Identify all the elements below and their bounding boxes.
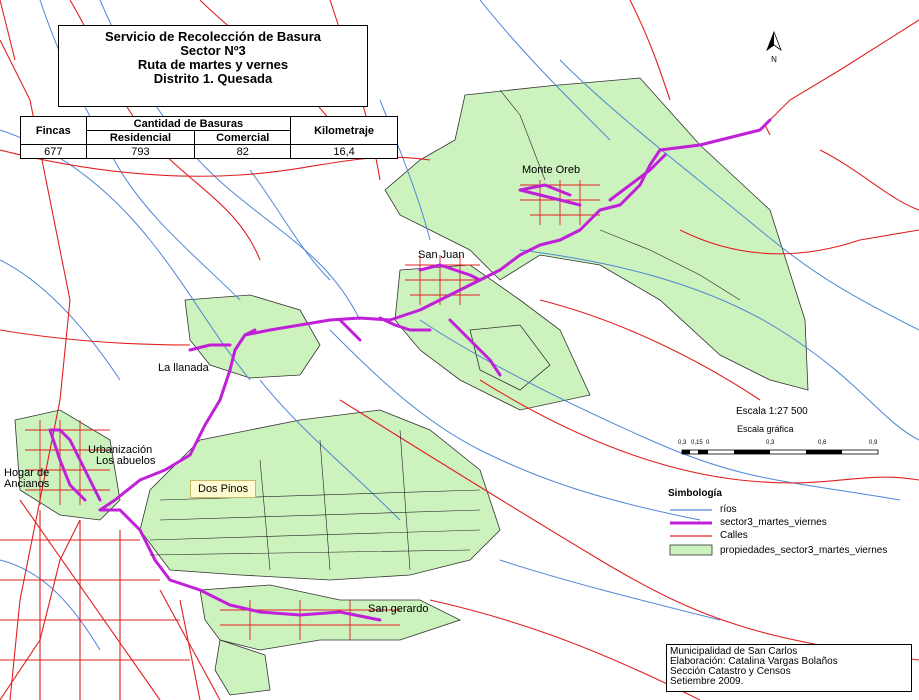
- road-line: [159, 589, 221, 700]
- place-label-san-gerardo: San gerardo: [368, 603, 429, 615]
- road-line: [539, 299, 761, 401]
- river-line: [249, 169, 331, 281]
- river-line: [0, 259, 121, 381]
- scale-tick: 0,3: [678, 440, 687, 446]
- property-parcel-northeast[interactable]: [384, 77, 809, 391]
- scale-text: Escala 1:27 500: [736, 406, 808, 417]
- street-grid-san-gerardo: [220, 600, 400, 640]
- place-label-la-llanada: La llanada: [158, 362, 209, 374]
- north-label: N: [771, 55, 777, 64]
- route-branch[interactable]: [518, 183, 582, 207]
- place-label-urbanizacion: Urbanización: [88, 444, 153, 456]
- credit-line: Sección Catastro y Censos: [670, 666, 791, 677]
- fincas-header: Fincas: [20, 116, 87, 145]
- scale-tick: 0: [706, 440, 710, 446]
- route-branch[interactable]: [418, 263, 502, 377]
- legend-item-route: sector3_martes_viernes: [668, 516, 914, 529]
- legend-river-symbol: [670, 508, 712, 511]
- legend-road-symbol: [670, 534, 712, 537]
- road-line: [339, 399, 919, 661]
- stats-header-row: Fincas Cantidad de Basuras Kilometraje: [20, 116, 398, 145]
- stats-table: Fincas Cantidad de Basuras Kilometraje R…: [20, 116, 398, 159]
- residencial-value: 793: [85, 144, 196, 159]
- place-label-los-abuelos: Los abuelos: [96, 455, 156, 467]
- route-branch[interactable]: [48, 428, 102, 502]
- credit-line: Municipalidad de San Carlos: [670, 646, 798, 657]
- title-line: Ruta de martes y vernes: [137, 57, 289, 72]
- legend-property-symbol: [669, 544, 713, 556]
- route-branch[interactable]: [338, 316, 432, 342]
- legend-label: ríos: [720, 504, 737, 515]
- km-value: 16,4: [290, 144, 398, 159]
- title-line: Servicio de Recolección de Basura: [104, 29, 322, 44]
- comercial-header: Comercial: [194, 130, 292, 145]
- legend-label: sector3_martes_viernes: [720, 517, 827, 528]
- street-grid-west: [25, 420, 110, 505]
- km-header: Kilometraje: [290, 116, 398, 145]
- road-line: [819, 149, 919, 211]
- fincas-value: 677: [20, 144, 87, 159]
- river-line: [0, 559, 101, 651]
- map-title-box: Servicio de Recolección de Basura Sector…: [58, 25, 368, 107]
- road-line: [629, 0, 671, 101]
- legend-item-roads: Calles: [668, 529, 914, 542]
- place-label-monte-oreb: Monte Oreb: [522, 164, 581, 176]
- property-parcel-south-west[interactable]: [214, 639, 271, 696]
- title-line: Sector Nº3: [180, 43, 246, 58]
- legend: Simbología ríos sector3_martes_viernes C…: [668, 488, 914, 558]
- scale-tick: 0,9: [869, 440, 878, 446]
- road-line: [679, 229, 919, 255]
- scale-graphic-label: Escala gráfica: [737, 424, 794, 434]
- river-line: [329, 329, 701, 521]
- collection-route: [48, 118, 772, 622]
- scale-tick: 0,15: [691, 440, 703, 446]
- road-line: [0, 329, 191, 346]
- river-line: [259, 379, 401, 521]
- north-arrow-icon: N: [766, 30, 782, 64]
- road-line: [39, 510, 121, 700]
- road-line: [764, 19, 919, 136]
- place-label-san-juan: San Juan: [418, 249, 465, 261]
- credits-box: Municipalidad de San Carlos Elaboración:…: [666, 644, 912, 692]
- parcel-outline: [149, 489, 481, 556]
- scale-tick: 0,6: [818, 440, 827, 446]
- road-line: [479, 379, 919, 484]
- legend-route-symbol: [670, 521, 712, 524]
- legend-title: Simbología: [668, 488, 722, 499]
- property-parcel-san-gerardo[interactable]: [199, 584, 462, 651]
- river-line: [499, 559, 721, 621]
- small-parcel-detail: [149, 89, 741, 571]
- road-line: [429, 599, 701, 700]
- residencial-header: Residencial: [85, 130, 196, 145]
- route-branch[interactable]: [608, 153, 667, 202]
- credit-line: Setiembre 2009.: [670, 676, 744, 687]
- river-line: [479, 0, 611, 141]
- road-line: [0, 0, 16, 61]
- river-line: [419, 319, 901, 501]
- parcel-outline: [499, 89, 546, 181]
- route-branch[interactable]: [188, 328, 257, 352]
- credit-line: Elaboración: Catalina Vargas Bolaños: [670, 656, 838, 667]
- legend-item-properties: propiedades_sector3_martes_viernes: [668, 542, 914, 558]
- cantidad-header: Cantidad de Basuras: [85, 116, 292, 131]
- route-main[interactable]: [98, 118, 772, 622]
- river-line: [559, 59, 919, 331]
- road-line: [19, 499, 161, 700]
- place-label-hogar: Hogar de: [4, 467, 50, 479]
- stats-values-row: 677 793 82 16,4: [20, 144, 398, 159]
- place-label-ancianos: Ancianos: [4, 478, 50, 490]
- river-line: [519, 249, 919, 441]
- legend-label: Calles: [720, 530, 748, 541]
- parcel-outline: [259, 429, 411, 571]
- parcel-outline: [599, 229, 741, 301]
- place-label-dos-pinos[interactable]: Dos Pinos: [190, 480, 257, 498]
- scale-tick: 0,3: [766, 440, 775, 446]
- title-line: Distrito 1. Quesada: [153, 71, 273, 86]
- property-parcel-east-small[interactable]: [469, 324, 551, 391]
- legend-item-rivers: ríos: [668, 503, 914, 516]
- legend-label: propiedades_sector3_martes_viernes: [720, 544, 888, 556]
- comercial-value: 82: [194, 144, 292, 159]
- scale-bar: 0,3 0,15 0 0,3 0,6 0,9: [678, 440, 879, 455]
